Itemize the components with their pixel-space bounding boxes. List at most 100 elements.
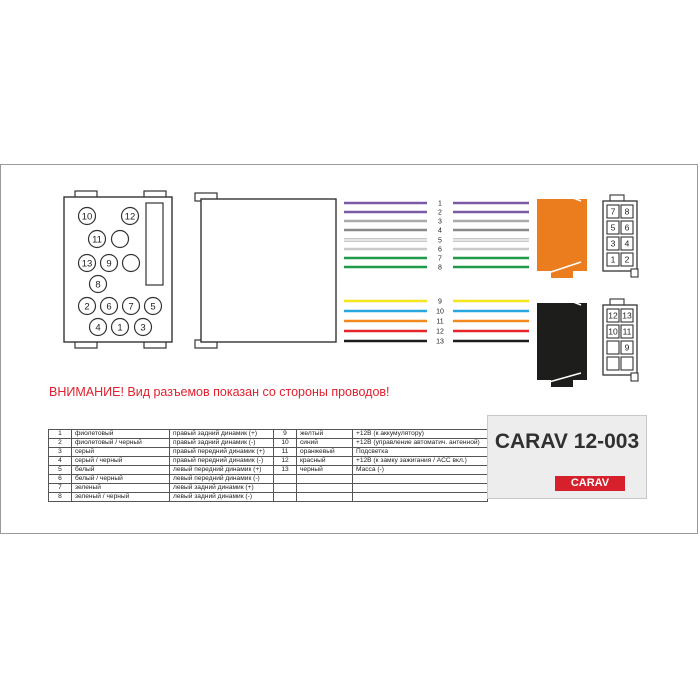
connector-pin: 9 [620,340,634,355]
svg-text:9: 9 [106,258,111,269]
wire-number: 6 [438,247,442,254]
round-pin [110,229,130,249]
table-cell: левый задний динамик (+) [169,483,274,493]
connector-pin: 4 [620,236,634,251]
wire-number: 2 [438,210,442,217]
table-cell: Масса (-) [352,465,488,475]
connector-pin: 5 [606,220,620,235]
table-cell: левый передний динамик (-) [169,474,274,484]
table-cell: Подсветка [352,447,488,457]
wire-13: 13 [344,339,529,346]
svg-text:3: 3 [611,239,616,249]
svg-text:12: 12 [125,211,136,222]
wire-11: 11 [344,319,529,326]
connector-pin: 13 [620,308,634,323]
wire-number: 13 [436,339,444,346]
table-cell: белый [71,465,170,475]
table-cell: правый передний динамик (+) [169,447,274,457]
table-cell: 7 [48,483,72,493]
round-pin: 8 [88,274,108,294]
table-cell: 3 [48,447,72,457]
wire-6: 6 [344,247,529,254]
wire-10: 10 [344,309,529,316]
svg-text:5: 5 [150,301,155,312]
round-pin: 6 [99,296,119,316]
wire-7: 7 [344,256,529,263]
round-pin: 10 [77,206,97,226]
table-cell: зеленый / черный [71,492,170,502]
table-cell: 5 [48,465,72,475]
wire-8: 8 [344,265,529,272]
wire-number: 1 [438,201,442,208]
brand-logo: CARAV [555,476,625,491]
wire-2: 2 [344,210,529,217]
table-cell: 8 [48,492,72,502]
table-cell: фиолетовый / черный [71,438,170,448]
svg-text:4: 4 [95,322,100,333]
round-pin: 5 [143,296,163,316]
table-cell: синий [296,438,353,448]
round-pin: 12 [120,206,140,226]
table-cell: 1 [48,429,72,439]
product-label: CARAV 12-003 CARAV [487,415,647,499]
table-cell: левый передний динамик (+) [169,465,274,475]
table-cell: правый передний динамик (-) [169,456,274,466]
svg-text:8: 8 [625,207,630,217]
connector-pin: 2 [620,252,634,267]
svg-text:4: 4 [625,239,630,249]
table-cell: фиолетовый [71,429,170,439]
round-pin: 13 [77,253,97,273]
wire-1: 1 [344,201,529,208]
table-cell: черный [296,465,353,475]
table-cell [296,483,353,493]
svg-text:3: 3 [140,322,145,333]
svg-text:12: 12 [608,311,618,321]
svg-text:11: 11 [92,234,102,245]
round-pin: 7 [121,296,141,316]
table-cell: 6 [48,474,72,484]
wire-number: 3 [438,219,442,226]
connector-pin: 10 [606,324,620,339]
svg-text:1: 1 [611,255,616,265]
wire-3: 3 [344,219,529,226]
round-pin: 2 [77,296,97,316]
svg-text:13: 13 [622,311,632,321]
svg-text:13: 13 [82,258,93,269]
wire-number: 9 [438,299,442,306]
table-cell [352,492,488,502]
wire-number: 7 [438,256,442,263]
table-cell [352,474,488,484]
svg-text:7: 7 [128,301,133,312]
svg-text:10: 10 [608,327,618,337]
table-cell [296,492,353,502]
connector-pin [606,356,620,371]
wire-4: 4 [344,228,529,235]
table-cell: 10 [273,438,297,448]
table-cell: оранжевый [296,447,353,457]
warning-text: ВНИМАНИЕ! Вид разъемов показан со сторон… [49,385,390,399]
table-cell: 13 [273,465,297,475]
table-cell: белый / черный [71,474,170,484]
side-connector [194,192,337,349]
black-connector-block [537,295,587,387]
connector-pin: 3 [606,236,620,251]
connector-pin: 6 [620,220,634,235]
svg-text:10: 10 [82,211,93,222]
table-cell: +12В (управление автоматич. антенной) [352,438,488,448]
wire-number: 5 [438,238,442,245]
table-cell: правый задний динамик (+) [169,429,274,439]
wire-number: 4 [438,228,442,235]
table-cell [352,483,488,493]
round-pin [121,253,141,273]
wire-number: 8 [438,265,442,272]
table-cell: серый / черный [71,456,170,466]
